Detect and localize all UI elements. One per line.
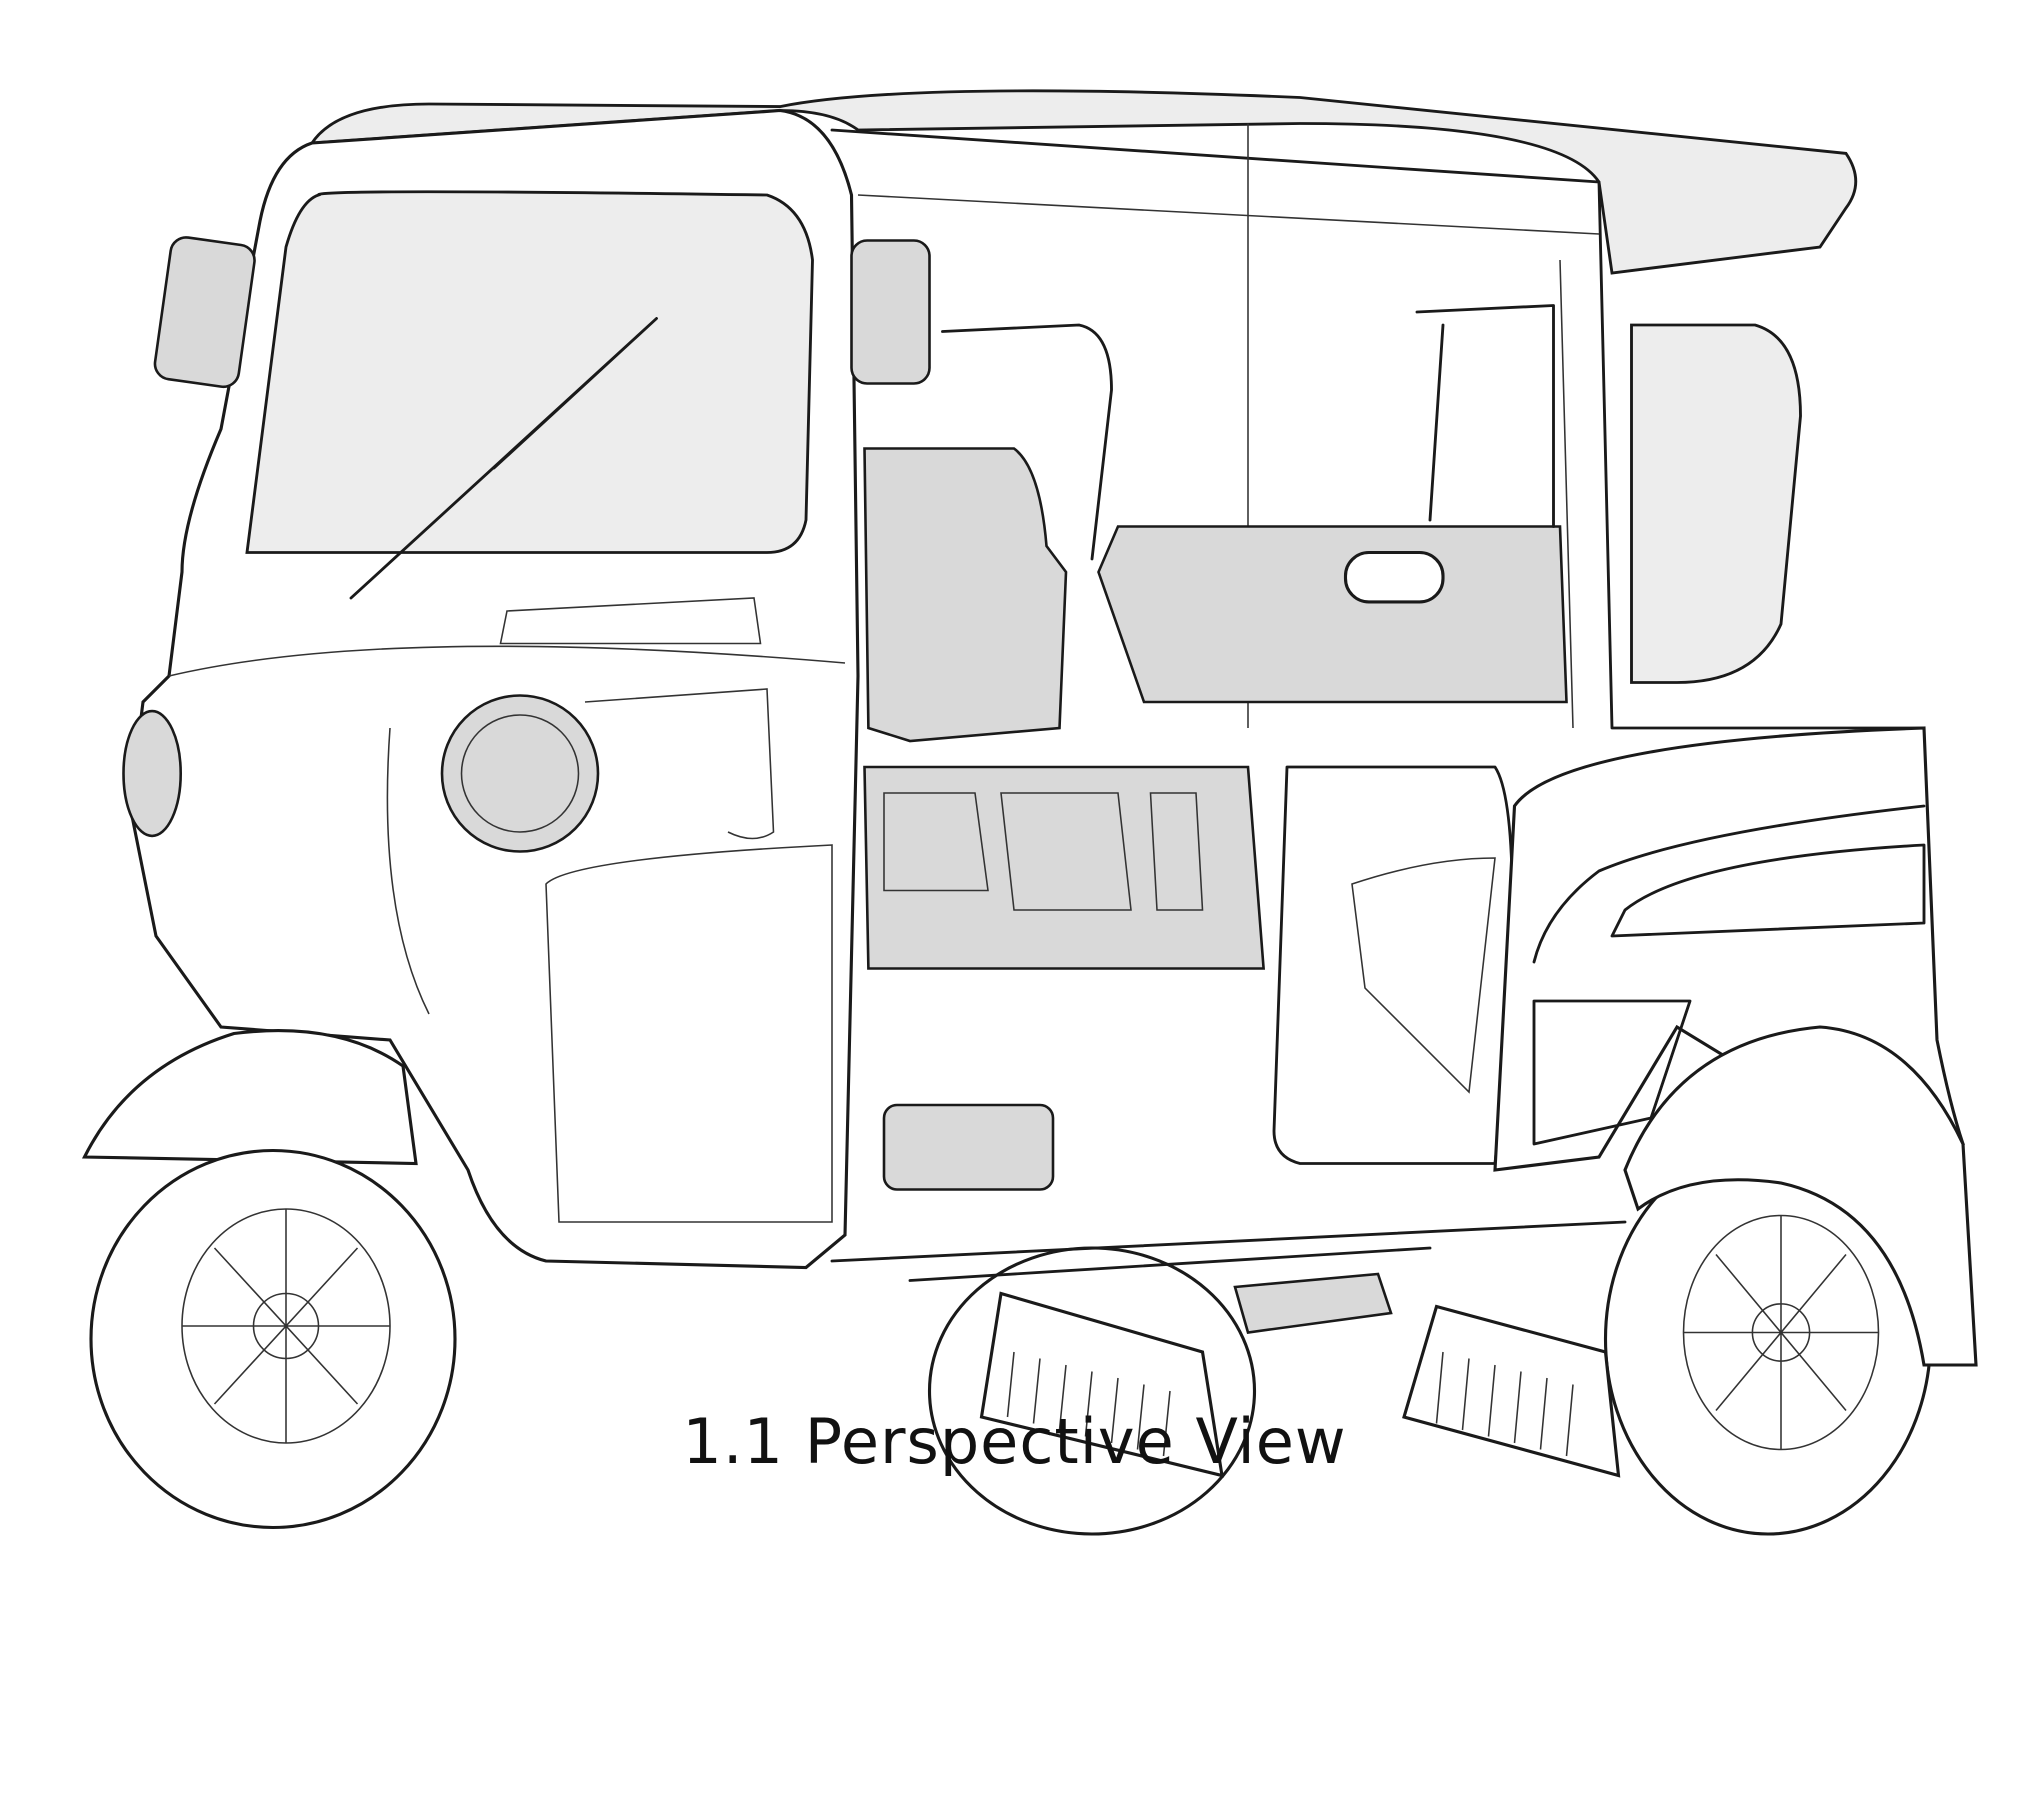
front-fender [81,1029,418,1166]
rear-wheel [1603,1142,1933,1536]
door-handle [1343,550,1445,604]
right-mirror [850,239,931,385]
rear-fender [1623,1025,1978,1367]
windshield [245,190,814,554]
floor-panel [863,765,1266,970]
rear-door-frame [1272,765,1514,1165]
seat [863,447,1068,743]
rear-seat-back [1097,525,1568,704]
front-panel [545,844,833,1223]
roof [309,89,1858,275]
chassis [830,1220,1627,1282]
left-mirror [153,236,256,389]
front-wheel [89,1148,457,1530]
figure-caption: 1.1 Perspective View [682,1405,1347,1478]
side-window [1630,323,1802,684]
side-light-icon [122,709,182,838]
wiper-icon [349,317,658,600]
mud-flap [979,1291,1224,1478]
headlight-icon [440,694,600,853]
mud-flap [1402,1304,1621,1478]
